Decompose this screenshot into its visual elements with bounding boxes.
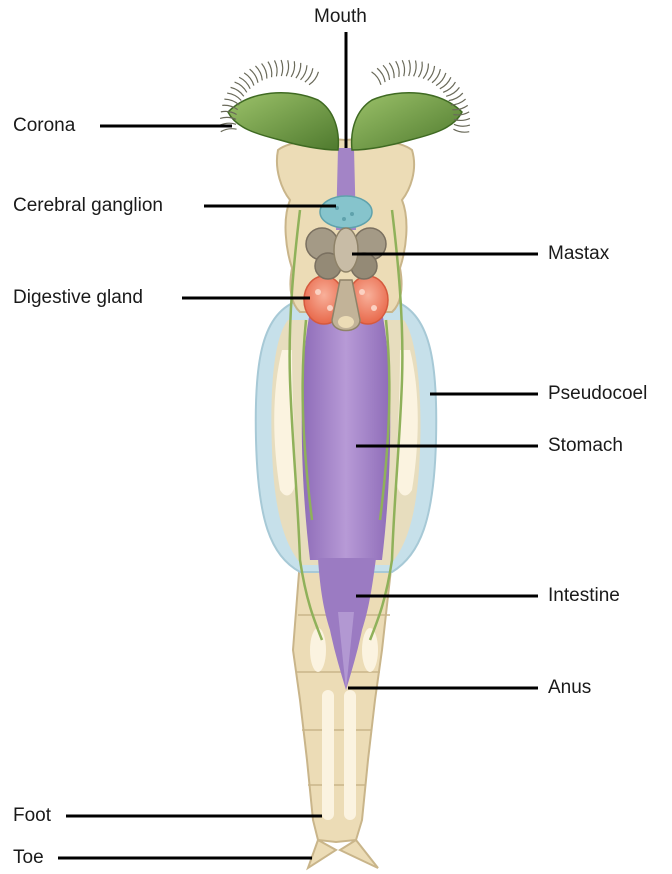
cilium [309,72,318,85]
cilium [377,68,385,82]
cilium [453,129,469,132]
cilium [268,62,272,78]
cilium [296,63,301,78]
label-corona: Corona [13,115,75,137]
label-intestine: Intestine [548,585,620,607]
cilium [235,82,247,92]
cilium [440,77,451,89]
cilium [389,63,394,78]
cilium [418,62,422,78]
cilium [281,60,283,76]
cilium [436,73,446,86]
cilium [428,66,435,80]
cilium [301,65,307,80]
label-stomach: Stomach [548,435,623,457]
cilium [454,124,470,126]
label-digestive-gland: Digestive gland [13,287,143,309]
cilium [402,60,404,76]
cilium [286,60,288,76]
cilium [446,87,459,96]
label-cerebral-ganglion: Cerebral ganglion [13,195,163,217]
label-anus: Anus [548,677,591,699]
label-toe: Toe [13,847,44,869]
cilium [221,129,237,132]
label-mouth: Mouth [314,6,367,28]
label-pseudocoel: Pseudocoel [548,383,647,405]
cilium [250,69,258,83]
cilium [239,77,250,89]
cilium [443,82,455,92]
cerebral-ganglion-shape [320,196,372,228]
cilium [291,61,294,77]
cilium [409,60,411,76]
cilium [244,73,254,86]
stomach-shape [302,312,391,560]
cilium [274,60,277,76]
label-mastax: Mastax [548,243,609,265]
cilium [396,61,399,77]
cilium [262,63,267,78]
cilium [372,72,381,85]
cilium [414,60,417,76]
cilium [423,63,428,78]
toe-shape [308,840,378,868]
label-foot: Foot [13,805,51,827]
